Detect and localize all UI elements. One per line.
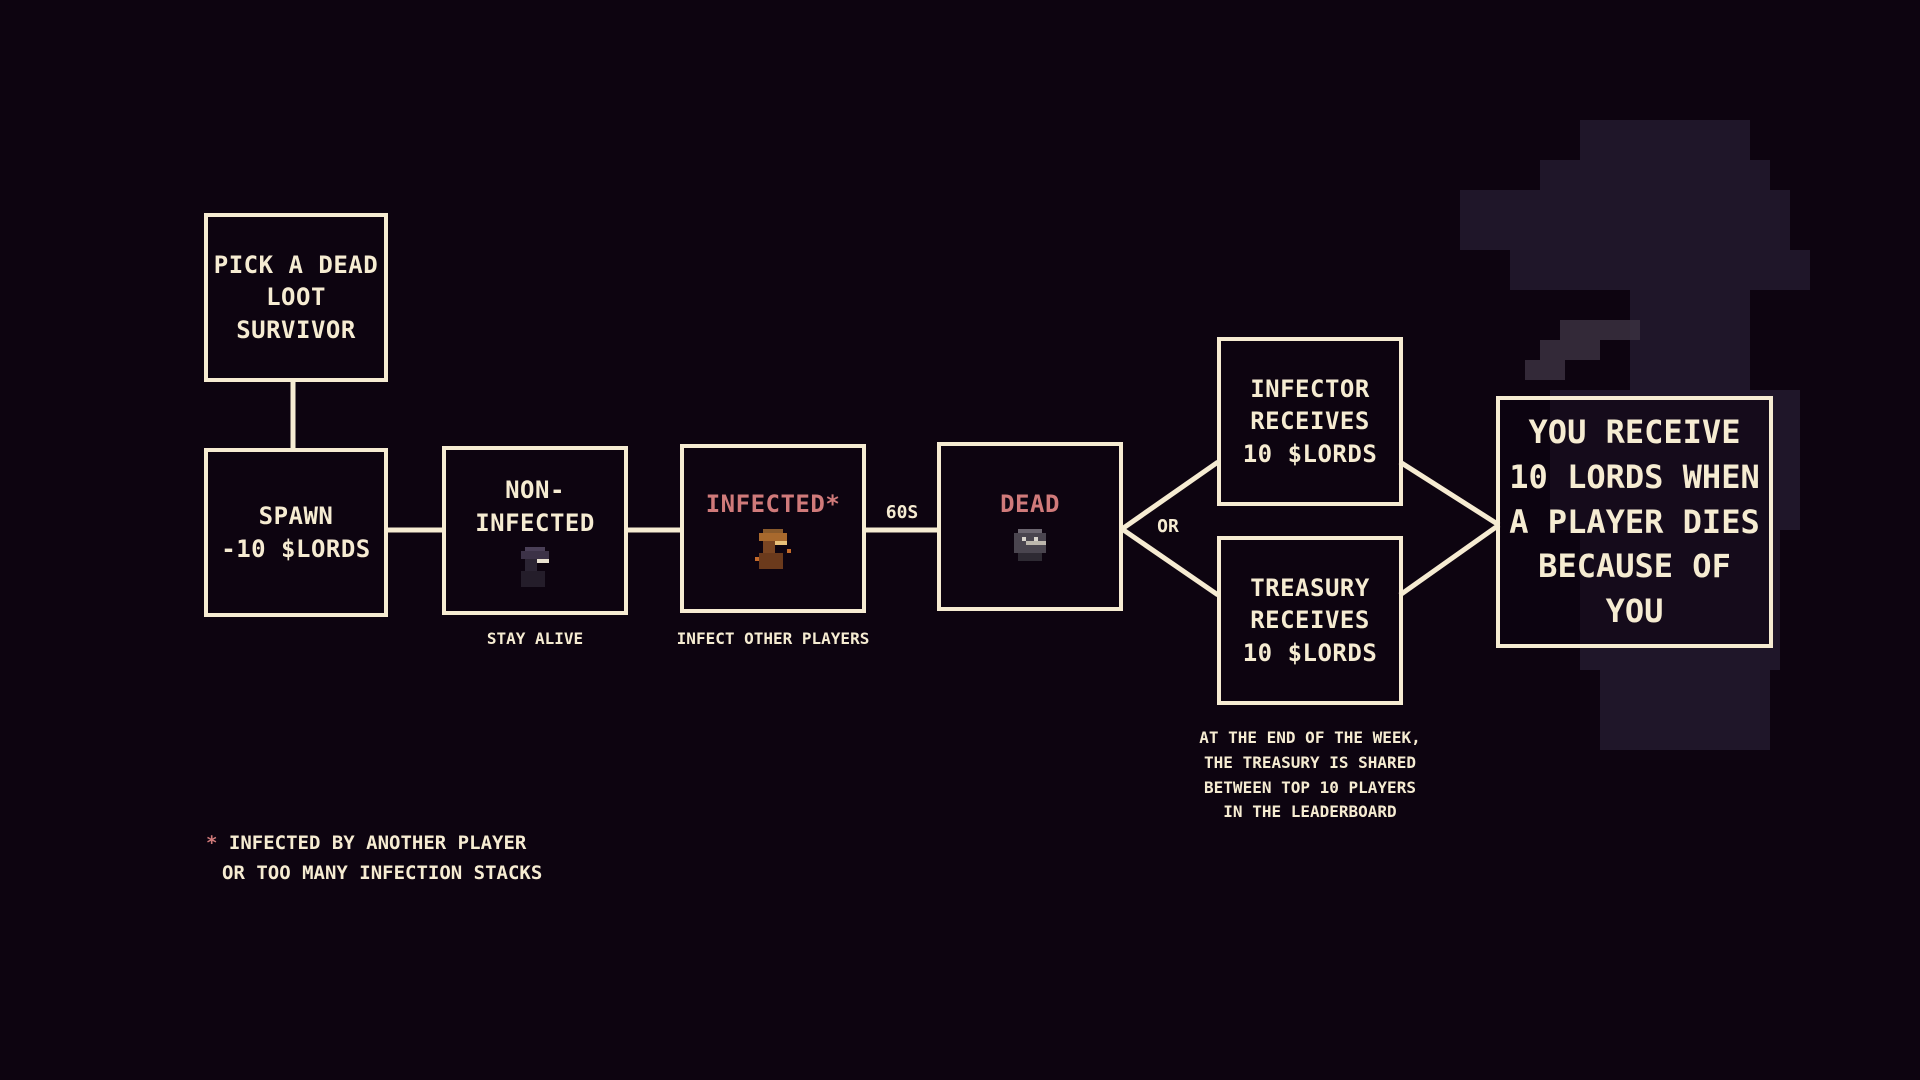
treasury-note-line2: THE TREASURY IS SHARED (1204, 752, 1416, 772)
reward-line4: BECAUSE OF YOU (1538, 547, 1731, 631)
dead-label: DEAD (1000, 490, 1060, 519)
non-infected-node: NON-INFECTED (442, 446, 628, 615)
treasury-note-line3: BETWEEN TOP 10 PLAYERS (1204, 777, 1416, 797)
treasury-note-line1: AT THE END OF THE WEEK, (1199, 728, 1421, 747)
spawn-line1: SPAWN (258, 502, 334, 531)
treasury-line3: 10 $LORDS (1242, 638, 1378, 667)
skull-mask-icon (1014, 528, 1046, 561)
reward-line3: A PLAYER DIES (1509, 502, 1760, 541)
treasury-note: AT THE END OF THE WEEK, THE TREASURY IS … (1180, 726, 1440, 825)
non-infected-label: NON-INFECTED (475, 476, 595, 537)
footnote-asterisk: * (206, 832, 218, 854)
spawn-line2: -10 $LORDS (221, 534, 371, 563)
plague-doctor-orange-icon (755, 528, 791, 569)
infector-line3: 10 $LORDS (1242, 439, 1378, 468)
infect-others-caption: INFECT OTHER PLAYERS (676, 629, 870, 648)
pick-survivor-node: PICK A DEAD LOOT SURVIVOR (204, 213, 388, 382)
or-label: OR (1157, 516, 1179, 537)
treasury-note-line4: IN THE LEADERBOARD (1223, 802, 1397, 822)
infected-label: INFECTED* (705, 490, 841, 519)
plague-doctor-dark-icon (521, 546, 549, 587)
spawn-node: SPAWN -10 $LORDS (204, 448, 388, 617)
infector-node: INFECTOR RECEIVES 10 $LORDS (1217, 337, 1403, 506)
footnote-text1: INFECTED BY ANOTHER PLAYER (228, 832, 527, 854)
dead-node: DEAD (937, 442, 1123, 611)
reward-line2: 10 LORDS WHEN (1509, 457, 1760, 496)
infector-line2: RECEIVES (1250, 407, 1370, 436)
pick-survivor-line1: PICK A DEAD (213, 250, 379, 279)
infector-line1: INFECTOR (1250, 374, 1370, 403)
footnote-line1: * INFECTED BY ANOTHER PLAYER (206, 828, 542, 858)
reward-node: YOU RECEIVE 10 LORDS WHEN A PLAYER DIES … (1496, 396, 1773, 648)
treasury-line2: RECEIVES (1250, 606, 1370, 635)
treasury-line1: TREASURY (1250, 573, 1370, 602)
reward-line1: YOU RECEIVE (1528, 413, 1741, 451)
stay-alive-caption: STAY ALIVE (486, 629, 584, 648)
timer-label: 60S (885, 502, 919, 523)
treasury-node: TREASURY RECEIVES 10 $LORDS (1217, 536, 1403, 705)
footnote-line2: OR TOO MANY INFECTION STACKS (222, 862, 543, 885)
infected-node: INFECTED* (680, 444, 866, 613)
pick-survivor-line2: LOOT SURVIVOR (236, 283, 356, 344)
footnote: * INFECTED BY ANOTHER PLAYER OR TOO MANY… (206, 828, 542, 889)
